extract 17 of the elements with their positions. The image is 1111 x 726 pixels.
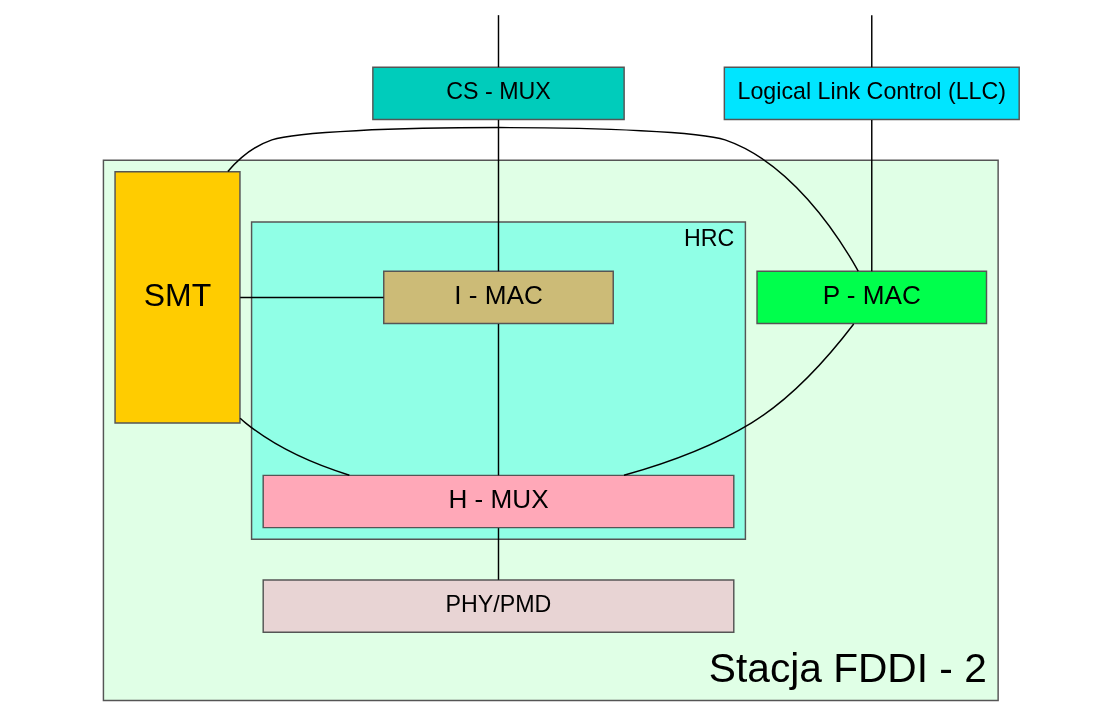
node-box: I - MAC bbox=[383, 270, 614, 325]
connector bbox=[239, 417, 351, 476]
node-box: CS - MUX bbox=[372, 66, 625, 121]
node-box: SMT bbox=[114, 171, 241, 424]
node-box: Logical Link Control (LLC) bbox=[723, 66, 1020, 121]
connector bbox=[497, 14, 500, 68]
connector bbox=[623, 323, 855, 476]
node-box: PHY/PMD bbox=[262, 579, 735, 633]
node-box: H - MUX bbox=[262, 474, 735, 529]
connector bbox=[497, 323, 500, 477]
connector bbox=[239, 296, 385, 299]
node-box: P - MAC bbox=[756, 270, 988, 325]
connector bbox=[497, 527, 500, 581]
connector bbox=[871, 119, 873, 272]
connector bbox=[227, 126, 859, 272]
connector bbox=[871, 14, 873, 68]
connector bbox=[497, 119, 500, 272]
